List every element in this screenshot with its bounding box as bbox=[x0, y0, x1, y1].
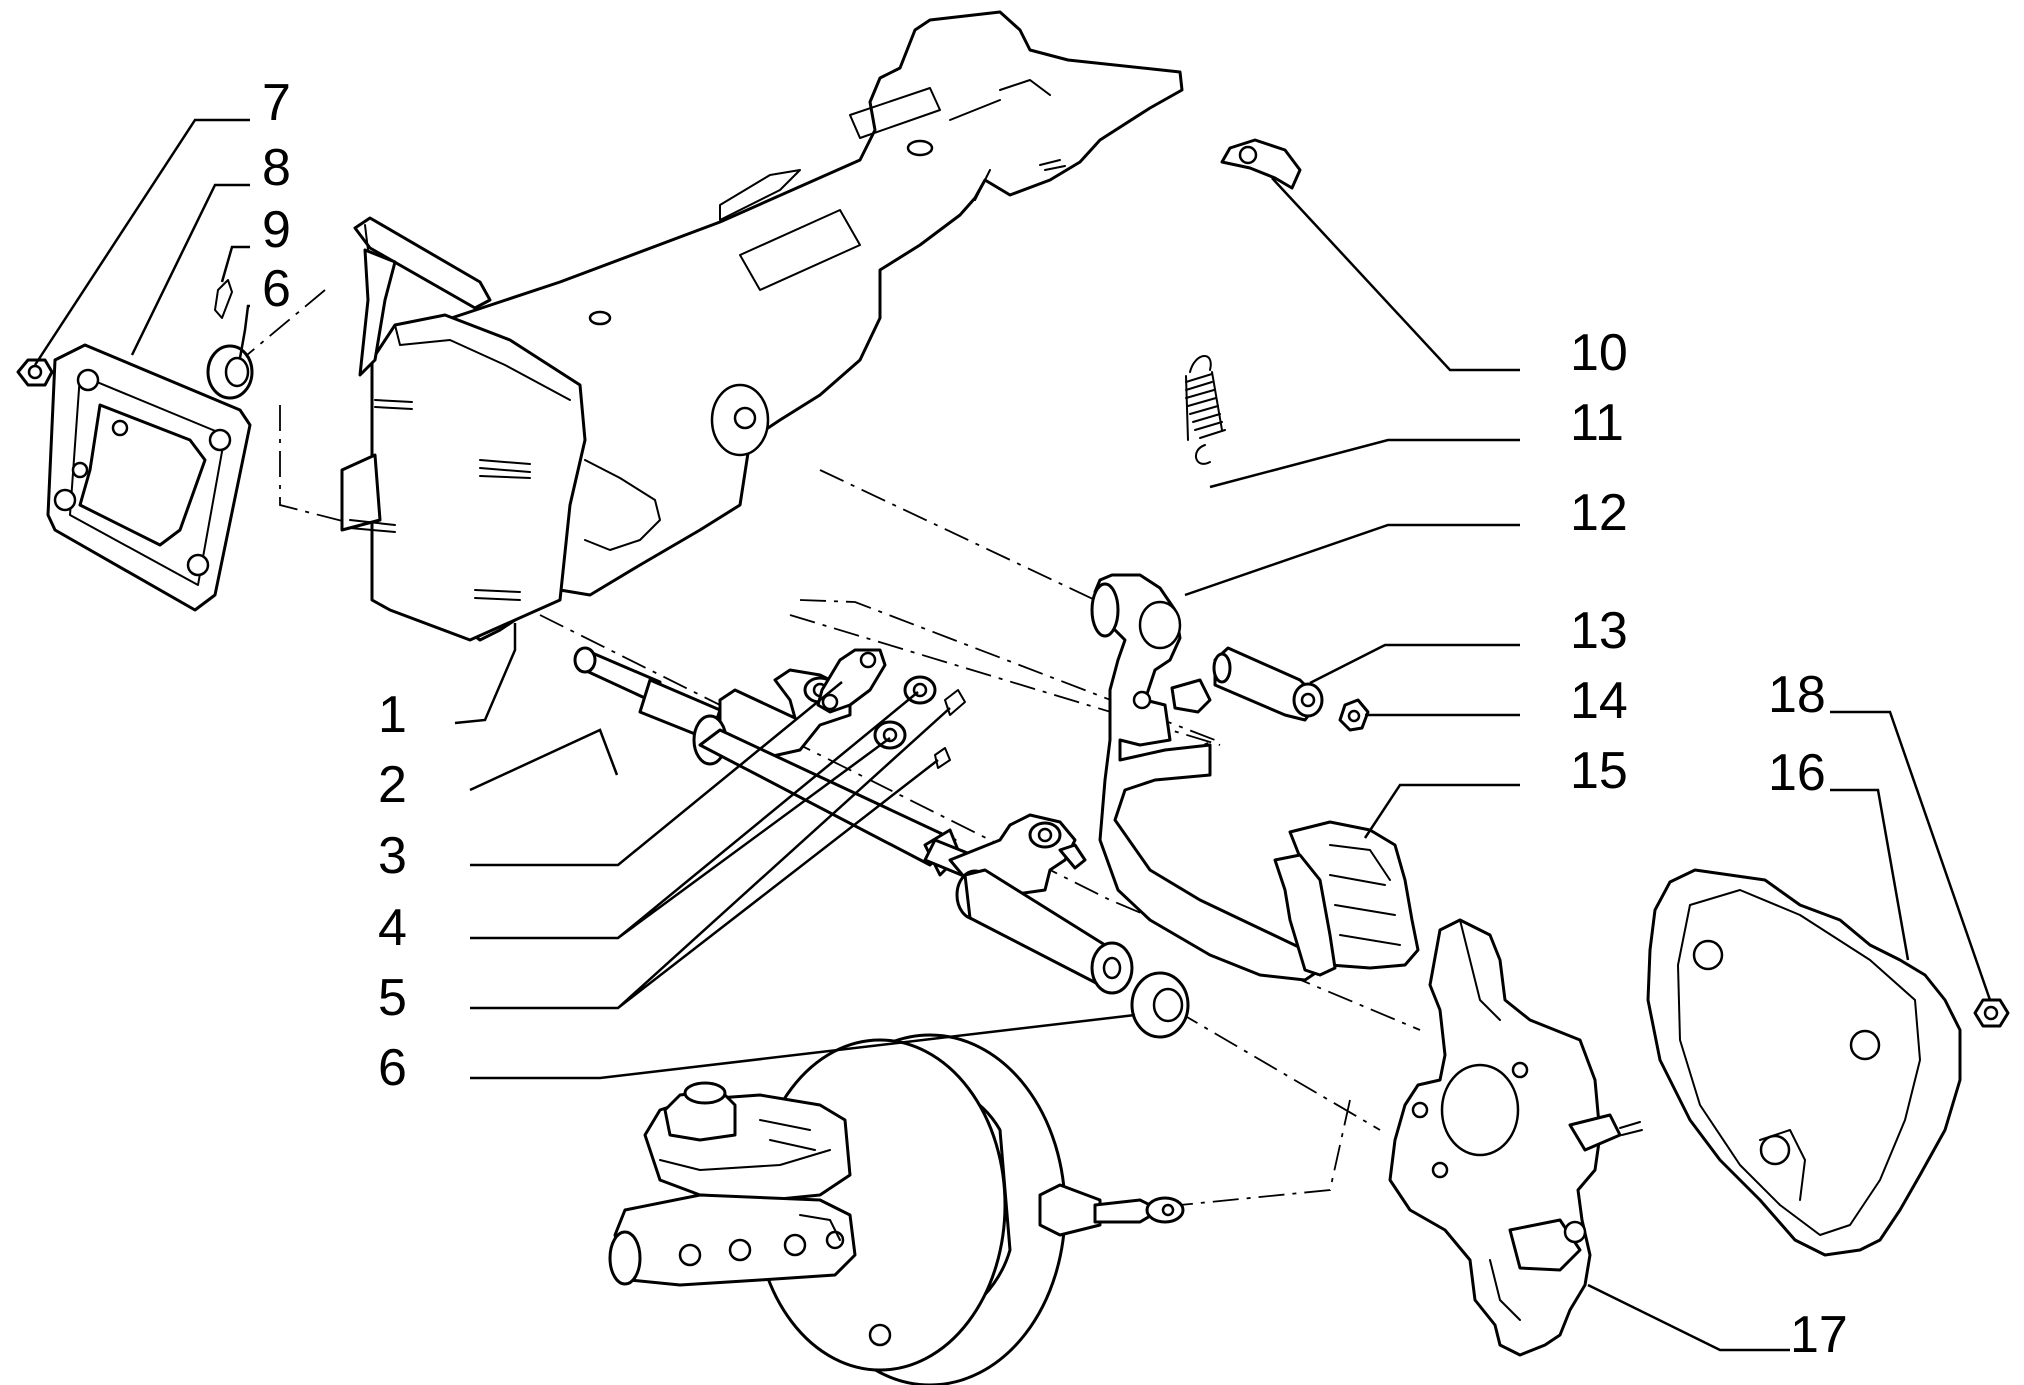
small-clip-part-5 bbox=[934, 689, 966, 769]
brake-servo-assembly bbox=[608, 1033, 1185, 1385]
callout-15: 15 bbox=[1570, 742, 1628, 800]
bushing-part-6-upper bbox=[206, 344, 254, 400]
mounting-plate-part-17 bbox=[1388, 918, 1643, 1357]
callout-8: 8 bbox=[262, 139, 291, 197]
callout-12: 12 bbox=[1570, 484, 1628, 542]
callout-6-upper: 6 bbox=[262, 260, 291, 318]
callout-17: 17 bbox=[1790, 1306, 1848, 1364]
gasket-plate-part-8 bbox=[46, 343, 252, 612]
circlip-part-14 bbox=[1338, 698, 1370, 732]
callout-5: 5 bbox=[378, 969, 407, 1027]
callout-18: 18 bbox=[1768, 666, 1826, 724]
pin-part-13 bbox=[1212, 646, 1324, 722]
callout-7: 7 bbox=[262, 74, 291, 132]
pedal-shaft-part-2 bbox=[573, 646, 1134, 995]
nut-part-7 bbox=[16, 358, 54, 387]
split-pin-part-9 bbox=[214, 279, 233, 319]
callout-3: 3 bbox=[378, 827, 407, 885]
pedal-box-bracket bbox=[340, 10, 1184, 642]
callout-numbers: 7 8 9 6 1 2 3 4 5 6 10 11 12 13 14 15 18… bbox=[262, 74, 1848, 1364]
cover-part-16 bbox=[1646, 868, 1962, 1257]
callout-10: 10 bbox=[1570, 324, 1628, 382]
pedal-pad-part-15 bbox=[1273, 820, 1420, 977]
pedal-lever-part-12 bbox=[1090, 573, 1322, 982]
spring-part-11 bbox=[1185, 355, 1226, 465]
clip-part-10 bbox=[1220, 138, 1302, 190]
callout-11: 11 bbox=[1570, 394, 1624, 452]
callout-16: 16 bbox=[1768, 744, 1826, 802]
link-plate-part-3 bbox=[816, 648, 887, 714]
callout-4: 4 bbox=[378, 899, 407, 957]
callout-1: 1 bbox=[378, 686, 407, 744]
bushing-part-6-lower bbox=[1130, 971, 1190, 1039]
nut-part-18 bbox=[1973, 998, 2010, 1028]
washer-part-4 bbox=[873, 675, 937, 750]
callout-14: 14 bbox=[1570, 672, 1628, 730]
callout-2: 2 bbox=[378, 756, 407, 814]
callout-13: 13 bbox=[1570, 602, 1628, 660]
callout-9: 9 bbox=[262, 201, 291, 259]
leader-lines bbox=[33, 118, 1992, 1352]
callout-6-lower: 6 bbox=[378, 1039, 407, 1097]
